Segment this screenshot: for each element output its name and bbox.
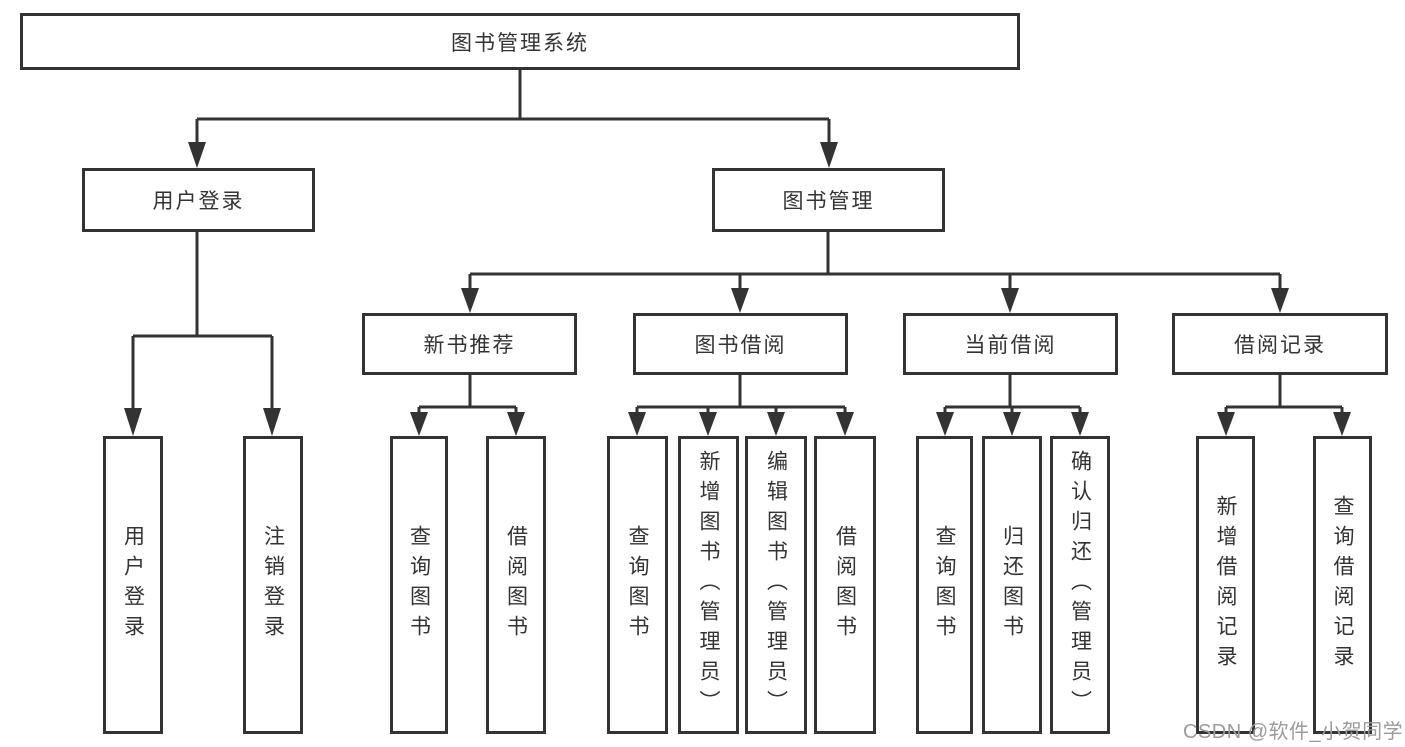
leaf-borrow-books-recommend: 借阅图书 xyxy=(486,436,546,734)
leaf-borrow-books-recommend-label: 借阅图书 xyxy=(504,525,528,645)
node-book-management-branch-label: 图书管理 xyxy=(782,190,875,213)
node-library-system: 图书管理系统 xyxy=(20,13,1020,70)
leaf-query-borrow-record-label: 查询借阅记录 xyxy=(1331,495,1354,675)
leaf-user-login: 用户登录 xyxy=(103,436,163,734)
leaf-query-borrow-record: 查询借阅记录 xyxy=(1313,436,1372,734)
leaf-query-books-recommend: 查询图书 xyxy=(390,436,448,734)
csdn-watermark: CSDN @软件_小贺同学 xyxy=(1183,721,1404,743)
leaf-user-login-label: 用户登录 xyxy=(121,525,145,645)
leaf-add-borrow-record: 新增借阅记录 xyxy=(1196,436,1255,734)
leaf-add-borrow-record-label: 新增借阅记录 xyxy=(1214,495,1237,675)
leaf-logout-label: 注销登录 xyxy=(261,525,285,645)
leaf-query-books-recommend-label: 查询图书 xyxy=(407,525,431,645)
node-book-management-branch: 图书管理 xyxy=(712,168,945,232)
node-user-login-branch: 用户登录 xyxy=(82,168,315,232)
node-user-login-branch-label: 用户登录 xyxy=(152,190,245,213)
node-book-borrow: 图书借阅 xyxy=(633,313,848,375)
leaf-borrow-books-label: 借阅图书 xyxy=(833,525,857,645)
leaf-add-book-admin: 新增图书（管理员） xyxy=(678,436,739,734)
node-current-borrow: 当前借阅 xyxy=(903,313,1118,375)
leaf-edit-book-admin: 编辑图书（管理员） xyxy=(745,436,807,734)
leaf-borrow-books: 借阅图书 xyxy=(814,436,876,734)
node-book-borrow-label: 图书借阅 xyxy=(694,334,787,357)
leaf-confirm-return-admin-label: 确认归还（管理员） xyxy=(1068,450,1092,720)
leaf-return-book-label: 归还图书 xyxy=(1000,525,1024,645)
node-borrow-records-label: 借阅记录 xyxy=(1234,334,1326,357)
node-new-book-recommend-label: 新书推荐 xyxy=(423,334,516,357)
node-current-borrow-label: 当前借阅 xyxy=(964,334,1057,357)
leaf-add-book-admin-label: 新增图书（管理员） xyxy=(697,450,720,720)
leaf-confirm-return-admin: 确认归还（管理员） xyxy=(1050,436,1110,734)
node-borrow-records: 借阅记录 xyxy=(1172,313,1388,375)
leaf-edit-book-admin-label: 编辑图书（管理员） xyxy=(764,450,788,720)
leaf-logout: 注销登录 xyxy=(243,436,303,734)
leaf-return-book: 归还图书 xyxy=(982,436,1042,734)
leaf-query-books-borrow-label: 查询图书 xyxy=(626,525,649,645)
leaf-query-books-current: 查询图书 xyxy=(916,436,973,734)
node-new-book-recommend: 新书推荐 xyxy=(362,313,577,375)
node-library-system-label: 图书管理系统 xyxy=(451,31,589,55)
leaf-query-books-borrow: 查询图书 xyxy=(607,436,668,734)
leaf-query-books-current-label: 查询图书 xyxy=(933,525,956,645)
